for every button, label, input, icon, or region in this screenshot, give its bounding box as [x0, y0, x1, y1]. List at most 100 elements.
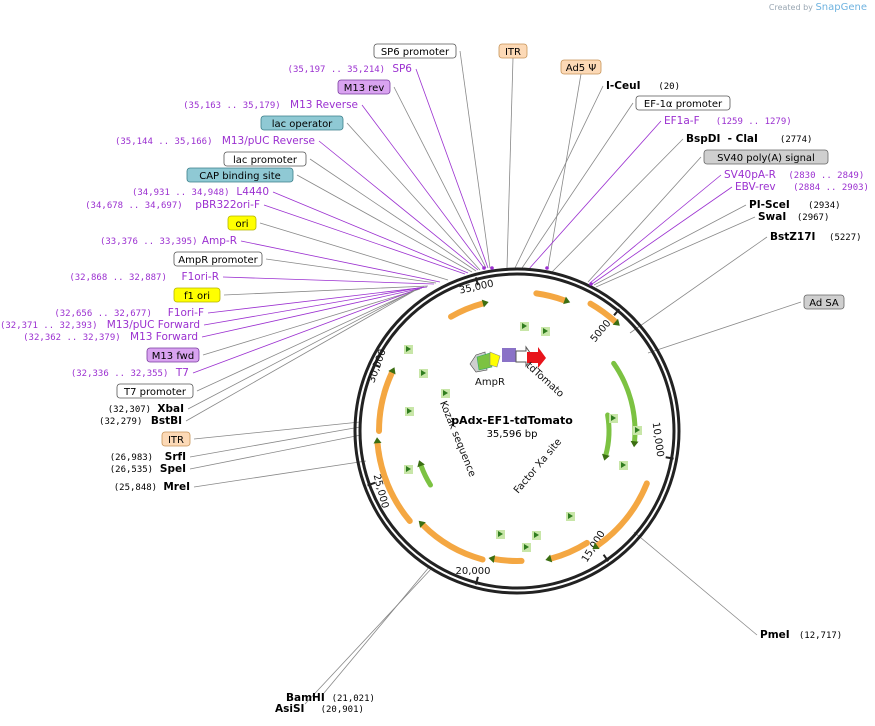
tdtomato-arrow [527, 347, 546, 368]
label-asisi[interactable]: AsiSI(20,901) [275, 703, 364, 715]
label-box [186, 167, 294, 183]
primer-coords: (34,678 .. 34,697) [85, 201, 183, 211]
watermark-prefix: Created by [768, 3, 813, 12]
label-bspdi[interactable]: BspDI- ClaI(2774) [686, 133, 812, 145]
label-bstz17i[interactable]: BstZ17I(5227) [770, 231, 862, 243]
primer-name: M13 Reverse [290, 99, 358, 111]
callout-line [189, 426, 361, 458]
label-box [223, 151, 307, 167]
label-f1ori-r[interactable]: F1ori-R(32,868 .. 32,887) [69, 271, 219, 283]
label-swai[interactable]: SwaI(2967) [758, 211, 829, 223]
label-pbr322ori-f[interactable]: pBR322ori-F (34,678 .. 34,697) [85, 199, 260, 211]
callout-line [193, 421, 361, 440]
label-box [498, 43, 528, 59]
callout-line [647, 301, 802, 354]
callout-line [309, 158, 477, 272]
label-ad-sa[interactable]: Ad SA [803, 294, 845, 310]
label-m13-rev[interactable]: M13 rev [337, 79, 391, 95]
label-sv40-poly-a-signal[interactable]: SV40 poly(A) signal [703, 149, 829, 165]
label-ad5-[interactable]: Ad5 Ψ [560, 59, 602, 75]
small-feature-arrow [568, 513, 573, 519]
label-cap-binding-site[interactable]: CAP binding site [186, 167, 294, 183]
label-pmei[interactable]: PmeI(12,717) [760, 629, 842, 641]
label-ebv-rev[interactable]: EBV-rev(2884 .. 2903) [735, 181, 869, 193]
enzyme-coords: (2967) [797, 213, 830, 223]
small-feature-arrow [406, 346, 411, 352]
enzyme-coords: (32,279) [99, 417, 142, 427]
plasmid-size: 35,596 bp [487, 429, 538, 440]
label-i-ceui[interactable]: I-CeuI(20) [606, 80, 680, 92]
label-ef-1-promoter[interactable]: EF-1α promoter [635, 95, 731, 111]
label-m13-puc-forward[interactable]: M13/pUC Forward(32,371 .. 32,393) [0, 319, 200, 331]
primer-coords: (32,336 .. 32,355) [71, 369, 169, 379]
enzyme-name: BamHI [286, 692, 325, 704]
label-m13-forward[interactable]: M13 Forward(32,362 .. 32,379) [23, 331, 198, 343]
label-bstbi[interactable]: BstBI(32,279) [99, 415, 182, 427]
orf-arrow [587, 300, 619, 325]
label-box [703, 149, 829, 165]
small-feature-arrow [421, 370, 426, 376]
label-m13-reverse[interactable]: M13 Reverse(35,163 .. 35,179) [183, 99, 358, 111]
inner-label: AmpR [475, 377, 505, 388]
label-t7-promoter[interactable]: T7 promoter [116, 383, 194, 399]
label-itr[interactable]: ITR [161, 431, 191, 447]
small-feature-arrow [611, 415, 616, 421]
label-ori[interactable]: ori [227, 215, 257, 231]
callout-line [196, 289, 417, 392]
callout-line [514, 85, 604, 269]
callout-line [222, 276, 435, 285]
small-feature-arrow [407, 408, 412, 414]
label-bamhi[interactable]: BamHI (21,021) [286, 692, 375, 704]
label-t7[interactable]: T7(32,336 .. 32,355) [71, 367, 189, 379]
label-text: M13 fwd [152, 351, 194, 362]
label-lac-operator[interactable]: lac operator [260, 115, 344, 131]
small-feature-arrow [543, 328, 548, 334]
snapgene-logo: SnapGene [815, 2, 867, 13]
label-sp6[interactable]: SP6(35,197 .. 35,214) [288, 63, 413, 75]
callout-line [202, 288, 421, 356]
primer-name: M13 Forward [130, 331, 198, 343]
label-pi-scei[interactable]: PI-SceI(2934) [749, 199, 841, 211]
label-text: CAP binding site [199, 171, 281, 182]
primer-name: Amp-R [202, 235, 237, 247]
primer-name: SV40pA-R [724, 169, 776, 181]
callout-line [521, 102, 634, 269]
label-box [116, 383, 194, 399]
primer-site-marker [490, 266, 494, 270]
label-lac-promoter[interactable]: lac promoter [223, 151, 307, 167]
callout-line [259, 222, 449, 281]
callout-line [265, 258, 437, 284]
inner-label: tdTomato [524, 360, 566, 399]
label-ef1a-f[interactable]: EF1a-F(1259 .. 1279) [664, 115, 792, 127]
label-m13-puc-reverse[interactable]: M13/pUC Reverse(35,144 .. 35,166) [115, 135, 315, 147]
label-itr[interactable]: ITR [498, 43, 528, 59]
label-m13-fwd[interactable]: M13 fwd [146, 347, 200, 363]
label-ampr-promoter[interactable]: AmpR promoter [173, 251, 263, 267]
primer-site-marker [589, 282, 593, 286]
enzyme-name: PmeI [760, 629, 790, 641]
primer-name: M13/pUC Reverse [222, 135, 315, 147]
primer-name: pBR322ori-F [195, 199, 260, 211]
callout-line [629, 236, 768, 334]
enzyme-coords: (21,021) [332, 694, 375, 704]
label-amp-r[interactable]: Amp-R(33,376 .. 33,395) [100, 235, 237, 247]
orf-arrow [533, 290, 568, 304]
label-l4440[interactable]: L4440(34,931 .. 34,948) [132, 186, 269, 198]
label-srfi[interactable]: SrfI(26,983) [110, 451, 186, 463]
label-sp6-promoter[interactable]: SP6 promoter [373, 43, 457, 59]
label-xbai[interactable]: XbaI(32,307) [108, 403, 184, 415]
label-spei[interactable]: SpeI(26,535) [110, 463, 186, 475]
feature-arrow-head [417, 460, 425, 468]
label-sv40pa-r[interactable]: SV40pA-R (2830 .. 2849) [724, 169, 864, 181]
orf-arrow [491, 556, 525, 564]
enzyme-name: BstZ17I [770, 231, 815, 243]
primer-coords: (2830 .. 2849) [788, 171, 864, 181]
label-f1ori-f[interactable]: F1ori-F(32,656 .. 32,677) [54, 307, 204, 319]
label-text: lac promoter [233, 155, 298, 166]
label-f1-ori[interactable]: f1 ori [173, 287, 221, 303]
callout-line [318, 140, 479, 271]
primer-name: SP6 [392, 63, 412, 75]
callout-line [272, 191, 469, 274]
label-mrei[interactable]: MreI(25,848) [114, 481, 190, 493]
